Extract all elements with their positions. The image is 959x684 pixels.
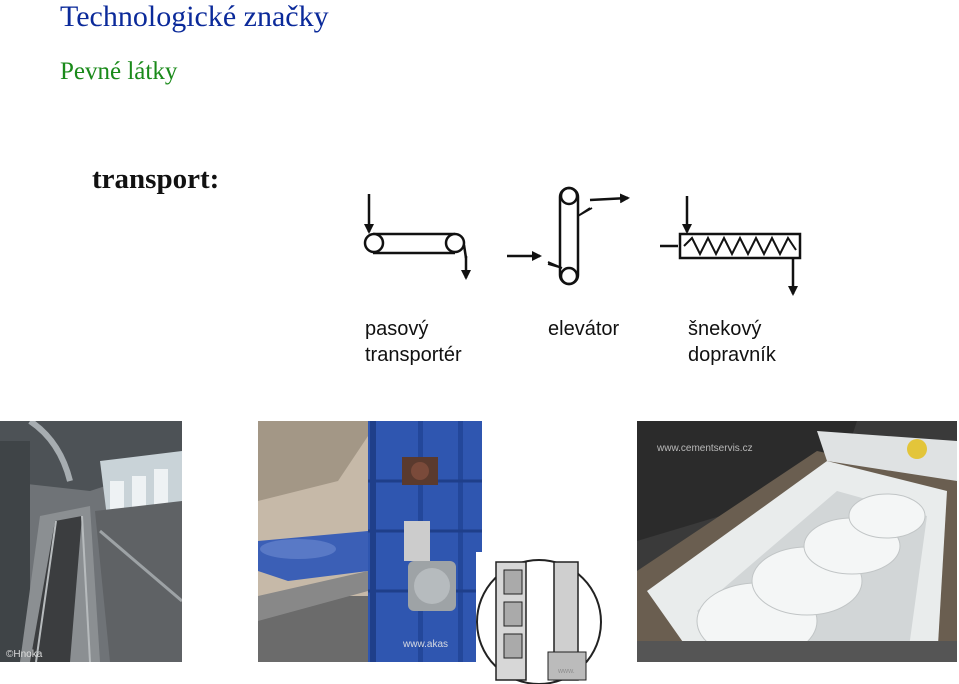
section-label: transport: — [92, 163, 220, 195]
belt-conveyor-symbol — [363, 194, 471, 280]
elevator-photo-watermark: www.akas — [403, 639, 449, 650]
screw-conveyor-symbol — [660, 196, 802, 296]
screw-conveyor-photo: www.cementservis.cz — [637, 421, 957, 662]
inset-watermark: www. — [558, 668, 575, 675]
elevator-photo: www.akas — [258, 421, 482, 662]
screw-label: šnekový dopravník — [688, 318, 776, 366]
screw-photo-watermark: www.cementservis.cz — [657, 443, 753, 454]
belt-photo-watermark: ©Hnoka — [6, 649, 43, 660]
page-subtitle: Pevné látky — [60, 58, 178, 85]
elevator-symbol — [507, 186, 630, 286]
elevator-bucket-inset: www. — [476, 552, 602, 684]
elevator-label: elevátor — [548, 318, 620, 340]
page-title: Technologické značky — [60, 0, 329, 33]
belt-conveyor-photo: ©Hnoka — [0, 421, 182, 662]
belt-label: pasový transportér — [365, 318, 462, 366]
